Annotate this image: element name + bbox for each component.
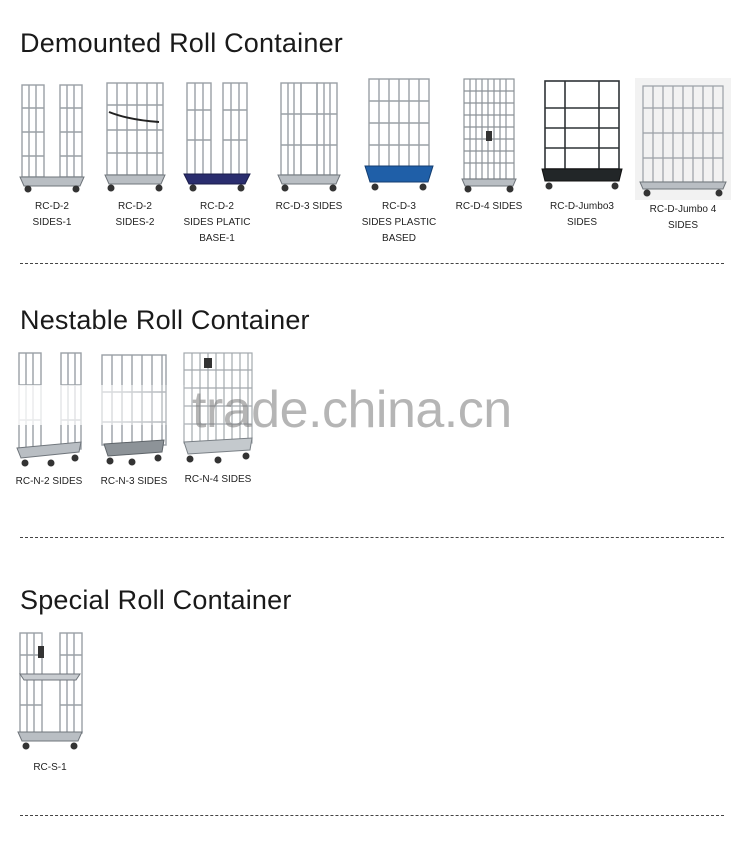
watermark-blur <box>0 385 200 425</box>
caption-line: RC-D-3 SIDES <box>275 201 343 212</box>
caption-line: RC-D-2 <box>118 201 152 212</box>
caption-line: RC-D-2 <box>200 201 234 212</box>
caption-line: SIDES PLATIC <box>183 217 251 228</box>
product-caption: RC-N-2 SIDES <box>10 474 88 490</box>
product-caption: RC-D-2 SIDES PLATIC BASE-1 <box>177 199 257 247</box>
caption-line: SIDES-1 <box>32 217 72 228</box>
caption-line: SIDES-2 <box>115 217 155 228</box>
caption-line: RC-N-3 SIDES <box>100 476 168 487</box>
caption-line: BASED <box>382 233 416 244</box>
product-rc-d-3-sides-plastic-based[interactable]: RC-D-3 SIDES PLASTIC BASED <box>358 76 440 247</box>
section-divider <box>20 263 724 264</box>
caption-line: RC-D-4 SIDES <box>455 201 523 212</box>
caption-line: RC-N-2 SIDES <box>15 476 83 487</box>
product-rc-d-2-sides-1[interactable]: RC-D-2 SIDES-1 <box>12 80 92 231</box>
roll-container-image <box>461 78 517 193</box>
product-caption: RC-D-Jumbo3 SIDES <box>537 199 627 231</box>
section-title-special: Special Roll Container <box>20 585 292 615</box>
product-caption: RC-D-Jumbo 4 SIDES <box>634 202 732 234</box>
product-rc-d-jumbo3-sides[interactable]: RC-D-Jumbo3 SIDES <box>537 78 627 231</box>
roll-container-image <box>541 80 623 190</box>
caption-line: RC-D-Jumbo 4 <box>649 204 717 215</box>
watermark: trade.china.cn <box>192 381 512 439</box>
roll-container-image <box>183 352 253 464</box>
roll-container-image <box>635 78 731 200</box>
product-rc-d-3-sides[interactable]: RC-D-3 SIDES <box>268 80 350 215</box>
caption-line: BASE-1 <box>199 233 235 244</box>
section-title-demounted: Demounted Roll Container <box>20 28 343 58</box>
roll-container-image <box>17 632 83 750</box>
caption-line: RC-D-Jumbo3 <box>550 201 614 212</box>
product-rc-d-4-sides[interactable]: RC-D-4 SIDES <box>448 76 530 215</box>
roll-container-image <box>104 82 166 192</box>
roll-container-image <box>277 82 341 192</box>
product-rc-s-1[interactable]: RC-S-1 <box>12 630 88 776</box>
section-divider <box>20 537 724 538</box>
product-caption: RC-D-4 SIDES <box>448 199 530 215</box>
section-divider <box>20 815 724 816</box>
caption-line: SIDES <box>566 217 597 228</box>
caption-line: RC-N-4 SIDES <box>184 474 252 485</box>
caption-line: RC-D-3 <box>382 201 416 212</box>
roll-container-image <box>183 82 251 192</box>
caption-line: RC-D-2 <box>35 201 69 212</box>
roll-container-image <box>19 84 85 193</box>
roll-container-image <box>364 78 434 191</box>
section-title-nestable: Nestable Roll Container <box>20 305 310 335</box>
product-rc-d-2-sides-platic-base-1[interactable]: RC-D-2 SIDES PLATIC BASE-1 <box>177 80 257 247</box>
caption-line: RC-S-1 <box>33 762 67 773</box>
product-caption: RC-N-3 SIDES <box>94 474 174 490</box>
product-caption: RC-N-4 SIDES <box>178 472 258 488</box>
caption-line: SIDES PLASTIC <box>361 217 437 228</box>
product-caption: RC-S-1 <box>12 760 88 776</box>
product-caption: RC-D-3 SIDES PLASTIC BASED <box>358 199 440 247</box>
product-rc-d-jumbo4-sides[interactable]: RC-D-Jumbo 4 SIDES <box>634 78 732 234</box>
product-caption: RC-D-2 SIDES-2 <box>95 199 175 231</box>
caption-line: SIDES <box>667 220 698 231</box>
product-rc-d-2-sides-2[interactable]: RC-D-2 SIDES-2 <box>95 80 175 231</box>
product-rc-n-4-sides[interactable]: RC-N-4 SIDES <box>178 350 258 488</box>
product-caption: RC-D-2 SIDES-1 <box>12 199 92 231</box>
product-caption: RC-D-3 SIDES <box>268 199 350 215</box>
